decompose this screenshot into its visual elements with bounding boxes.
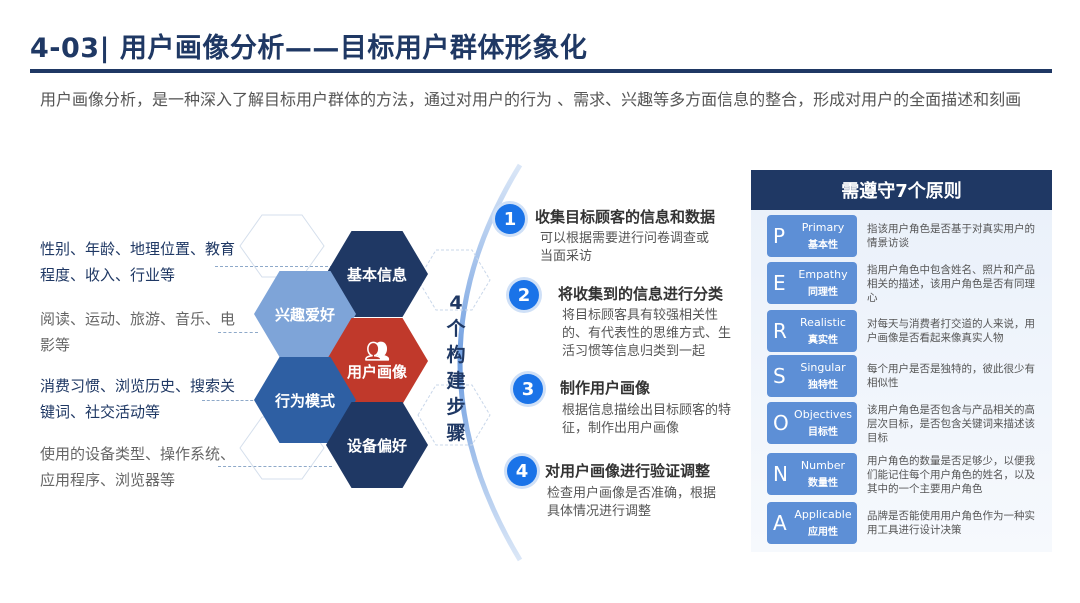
principle-realistic-badge: R Realistic 真实性: [767, 310, 857, 352]
attribute-basic-info: 性别、年龄、地理位置、教育程度、收入、行业等: [40, 240, 236, 284]
hex-user-persona: 👥︎ 用户画像: [326, 318, 428, 404]
step-4-title: 对用户画像进行验证调整: [545, 462, 711, 480]
principle-letter: R: [773, 319, 787, 343]
principle-english: Number: [800, 459, 846, 472]
principle-number-desc: 用户角色的数量是否足够少，以便我们能记住每个用户角色的姓名，以及其中的一个主要用…: [867, 455, 1035, 495]
principle-english: Applicable: [794, 508, 852, 521]
hex-behavior: 行为模式: [254, 357, 356, 443]
hex-basic-info-label: 基本信息: [346, 265, 407, 284]
principle-english: Empathy: [798, 268, 848, 281]
step-2-number: 2: [509, 280, 539, 310]
title-underline: [30, 69, 1052, 73]
connector-line: [202, 400, 258, 401]
hex-behavior-label: 行为模式: [274, 391, 335, 410]
attribute-interests: 阅读、运动、旅游、音乐、电影等: [40, 310, 236, 354]
step-3-title: 制作用户画像: [560, 379, 651, 397]
hex-interests-label: 兴趣爱好: [274, 305, 335, 324]
step-1-title: 收集目标顾客的信息和数据: [535, 208, 716, 226]
principle-chinese: 应用性: [808, 527, 838, 538]
principle-letter: P: [773, 224, 786, 248]
principle-primary-badge: P Primary 基本性: [767, 215, 857, 257]
principle-objectives-desc: 该用户角色是否包含与产品相关的高层次目标，是否包含关键词来描述该目标: [867, 404, 1035, 444]
principle-letter: N: [773, 462, 788, 486]
step-2-desc: 将目标顾客具有较强相关性的、有代表性的思维方式、生活习惯等信息归类到一起: [562, 308, 732, 359]
principle-chinese: 真实性: [808, 335, 838, 346]
principle-primary-desc: 指该用户角色是否基于对真实用户的情景访谈: [867, 223, 1035, 249]
principle-number-badge: N Number 数量性: [767, 453, 857, 495]
principle-objectives-badge: O Objectives 目标性: [767, 402, 857, 444]
principle-realistic-desc: 对每天与消费者打交道的人来说，用户画像是否看起来像真实人物: [867, 318, 1035, 344]
hex-user-persona-label: 用户画像: [346, 362, 407, 381]
principle-letter: E: [773, 271, 786, 295]
step-4-desc: 检查用户画像是否准确，根据具体情况进行调整: [547, 486, 717, 519]
step-1-number: 1: [495, 204, 525, 234]
principle-applicable-desc: 品牌是否能使用用户角色作为一种实用工具进行设计决策: [867, 510, 1035, 536]
step-3-number: 3: [513, 374, 543, 404]
principle-chinese: 基本性: [808, 240, 838, 251]
principle-empathy-badge: E Empathy 同理性: [767, 262, 857, 304]
principle-chinese: 数量性: [808, 478, 838, 489]
principle-english: Singular: [800, 361, 846, 374]
intro-paragraph: 用户画像分析，是一种深入了解目标用户群体的方法，通过对用户的行为 、需求、兴趣等…: [40, 90, 1022, 109]
step-2-title: 将收集到的信息进行分类: [558, 285, 724, 303]
principle-empathy-desc: 指用户角色中包含姓名、照片和产品相关的描述，该用户角色是否有同理心: [867, 264, 1035, 304]
principle-letter: O: [773, 411, 789, 435]
connector-line: [215, 266, 333, 267]
principle-applicable-badge: A Applicable 应用性: [767, 502, 857, 544]
connector-line: [218, 332, 258, 333]
connector-line: [218, 466, 332, 467]
hex-device: 设备偏好: [326, 402, 428, 488]
principles-title: 需遵守7个原则: [751, 170, 1052, 210]
principle-english: Realistic: [800, 316, 846, 329]
principle-letter: A: [773, 511, 787, 535]
principle-english: Primary: [801, 221, 845, 234]
four-steps-label: 4 个 构 建 步 骤: [446, 292, 466, 444]
principle-singular-desc: 每个用户是否是独特的，彼此很少有相似性: [867, 363, 1035, 389]
attribute-behavior: 消费习惯、浏览历史、搜索关键词、社交活动等: [40, 377, 236, 421]
principle-chinese: 同理性: [808, 287, 838, 298]
principle-chinese: 独特性: [808, 380, 838, 391]
hex-device-label: 设备偏好: [346, 436, 407, 455]
step-3-desc: 根据信息描绘出目标顾客的特征，制作出用户画像: [562, 403, 732, 436]
principle-english: Objectives: [794, 408, 852, 421]
page-title: 4-03| 用户画像分析——目标用户群体形象化: [30, 33, 588, 64]
principle-letter: S: [773, 364, 786, 388]
attribute-device: 使用的设备类型、操作系统、应用程序、浏览器等: [40, 445, 236, 489]
user-group-icon: 👥︎: [364, 338, 390, 363]
principle-singular-badge: S Singular 独特性: [767, 355, 857, 397]
principle-chinese: 目标性: [808, 427, 838, 438]
step-1-desc: 可以根据需要进行问卷调查或当面采访: [540, 231, 710, 264]
step-4-number: 4: [507, 456, 537, 486]
